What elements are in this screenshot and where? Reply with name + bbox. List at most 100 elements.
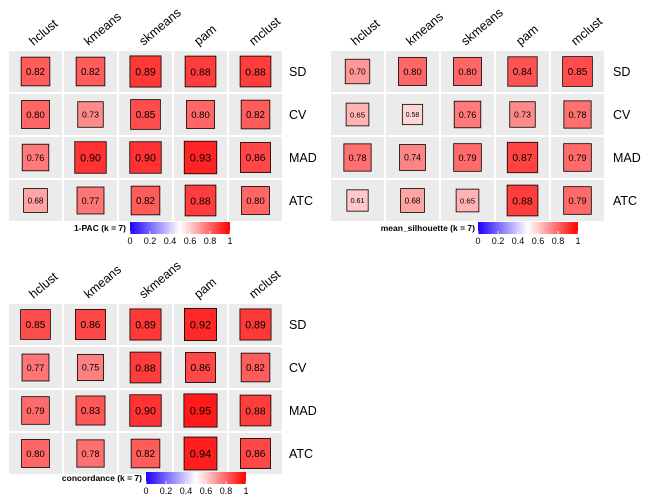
heatmap-value-square	[241, 186, 270, 215]
heatmap-value-square	[184, 55, 217, 88]
legend-tick-label: 0.4	[180, 486, 193, 496]
heatmap-value-square	[21, 439, 50, 468]
heatmap-value-square	[76, 353, 105, 382]
heatmap-value-label: 0.82	[136, 449, 155, 460]
heatmap-value-square	[345, 102, 370, 127]
column-label-hclust: hclust	[26, 269, 60, 301]
heatmap-value-label: 0.70	[349, 66, 366, 76]
heatmap-value-label: 0.80	[246, 196, 265, 207]
heatmap-value-label: 0.84	[513, 67, 533, 78]
heatmap-value-label: 0.82	[246, 363, 265, 374]
row-label-ATC: ATC	[289, 447, 313, 461]
heatmap-value-square	[506, 184, 539, 217]
heatmap-value-label: 0.77	[27, 363, 45, 373]
heatmap-value-label: 0.74	[404, 153, 421, 163]
heatmap-value-square	[455, 188, 480, 213]
heatmap-value-square	[183, 140, 218, 175]
row-label-SD: SD	[289, 318, 306, 332]
legend-tick-label: 1	[575, 236, 580, 246]
heatmap-value-label: 0.77	[82, 196, 100, 206]
legend-title: mean_silhouette (k = 7)	[381, 223, 475, 233]
heatmap-value-label: 0.90	[80, 152, 101, 164]
column-label-kmeans: kmeans	[403, 9, 446, 48]
heatmap-value-square	[21, 353, 50, 382]
column-label-skmeans: skmeans	[136, 5, 183, 48]
heatmap-value-label: 0.90	[135, 405, 156, 417]
heatmap-value-square	[76, 439, 105, 468]
heatmap-value-square	[563, 186, 592, 215]
heatmap-value-label: 0.78	[568, 110, 586, 120]
legend-title: 1-PAC (k = 7)	[74, 223, 126, 233]
heatmap-value-square	[21, 143, 50, 172]
column-label-skmeans: skmeans	[458, 5, 505, 48]
heatmap-value-square	[343, 143, 372, 172]
heatmap-value-square	[186, 100, 215, 129]
heatmap-value-square	[346, 189, 369, 212]
heatmap-value-label: 0.73	[82, 110, 99, 120]
legend-tick-label: 0.6	[184, 236, 197, 246]
heatmap-value-label: 0.88	[190, 67, 211, 78]
legend-tick-label: 0.4	[164, 236, 177, 246]
heatmap-value-label: 0.68	[405, 196, 421, 205]
heatmap-value-label: 0.79	[26, 405, 44, 416]
heatmap-value-label: 0.89	[135, 66, 156, 78]
heatmap-value-label: 0.73	[514, 110, 531, 120]
heatmap-value-label: 0.79	[568, 152, 586, 163]
heatmap-value-square	[240, 438, 271, 469]
heatmap-value-label: 0.79	[568, 195, 586, 206]
heatmap-value-label: 0.85	[26, 320, 46, 331]
heatmap-value-square	[130, 185, 161, 216]
legend-tick-label: 1	[227, 236, 232, 246]
row-label-CV: CV	[289, 108, 307, 122]
heatmap-value-square	[453, 143, 482, 172]
heatmap-value-square	[21, 396, 50, 425]
heatmap-value-square	[401, 103, 424, 126]
heatmap-value-square	[240, 142, 271, 173]
heatmap-value-square	[183, 393, 218, 428]
heatmap-value-label: 0.86	[246, 153, 266, 164]
heatmap-value-square	[240, 99, 271, 130]
legend-color-bar	[478, 222, 578, 234]
legend-tick-label: 1	[243, 486, 248, 496]
legend-color-bar	[146, 472, 246, 484]
heatmap-value-square	[563, 100, 592, 129]
legend-tick-label: 0.8	[220, 486, 233, 496]
heatmap-value-square	[75, 395, 106, 426]
heatmap-value-label: 0.80	[191, 110, 210, 121]
heatmap-value-square	[130, 99, 161, 130]
legend-tick-label: 0.2	[160, 486, 173, 496]
heatmap-value-label: 0.82	[246, 110, 265, 121]
row-label-MAD: MAD	[613, 151, 641, 165]
legend-title: concordance (k = 7)	[62, 473, 142, 483]
legend-tick-label: 0.6	[532, 236, 545, 246]
heatmap-value-square	[239, 394, 272, 427]
heatmap-value-square	[75, 56, 106, 87]
heatmap-value-label: 0.95	[190, 405, 211, 417]
heatmap-value-label: 0.80	[403, 67, 422, 78]
heatmap-value-label: 0.80	[26, 110, 45, 121]
heatmap-value-label: 0.85	[136, 110, 156, 121]
heatmap-value-square	[129, 351, 162, 384]
heatmap-value-label: 0.65	[460, 196, 475, 205]
heatmap-value-label: 0.78	[81, 449, 99, 459]
heatmap-value-label: 0.88	[245, 67, 266, 78]
heatmap-value-label: 0.68	[28, 196, 44, 205]
heatmap-value-label: 0.82	[26, 67, 45, 78]
legend-tick-label: 0.8	[552, 236, 565, 246]
heatmap-value-square	[453, 100, 482, 129]
legend-tick-label: 0	[143, 486, 148, 496]
heatmap-value-label: 0.80	[26, 449, 45, 460]
heatmap-value-label: 0.89	[245, 319, 266, 331]
heatmap-value-label: 0.92	[190, 319, 211, 331]
heatmap-value-square	[183, 307, 217, 341]
heatmap-value-label: 0.79	[458, 152, 476, 163]
column-label-mclust: mclust	[568, 14, 605, 48]
heatmap-value-square	[509, 101, 536, 128]
heatmap-value-label: 0.94	[190, 448, 211, 460]
heatmap-value-square	[21, 100, 50, 129]
